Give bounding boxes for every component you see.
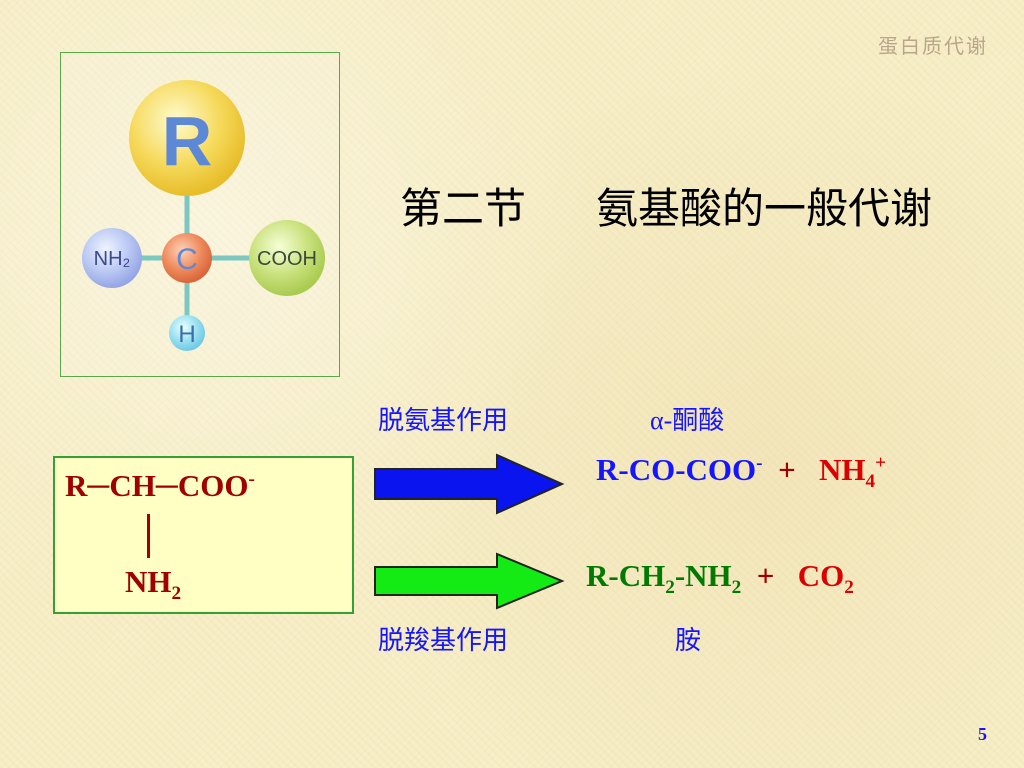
amino-acid-formula-line: R─CH─COO- xyxy=(65,468,255,503)
c-label: C xyxy=(176,243,198,276)
hydrogen-sphere xyxy=(169,315,205,351)
vertical-bond xyxy=(147,514,150,558)
alpha-carbon-sphere xyxy=(162,233,212,283)
r-group-sphere xyxy=(129,80,245,196)
ammonium-formula: NH4+ xyxy=(818,452,887,493)
amino-group-formula: NH2 xyxy=(125,564,182,605)
carboxyl-sphere xyxy=(249,220,325,296)
amino-acid-formula-box: R─CH─COO- NH2 xyxy=(53,456,354,614)
keto-acid-formula: R-CO-COO- xyxy=(596,452,763,487)
section-heading: 氨基酸的一般代谢 xyxy=(596,187,933,233)
co2-formula: CO2 xyxy=(797,558,854,599)
r-label: R xyxy=(162,102,213,180)
deamination-arrow xyxy=(374,453,565,515)
nh2-label: NH₂ xyxy=(94,248,131,270)
amine-formula: R-CH2-NH2 xyxy=(586,558,742,599)
decarboxylation-label: 脱羧基作用 xyxy=(378,626,509,655)
deamination-label: 脱氨基作用 xyxy=(378,406,509,435)
h-label: H xyxy=(178,321,195,348)
molecule-svg: R NH₂ COOH C H xyxy=(82,80,325,351)
keto-acid-label: α-酮酸 xyxy=(650,406,725,435)
deamination-products: R-CO-COO- + NH4+ xyxy=(596,452,887,493)
section-number: 第二节 xyxy=(400,187,527,233)
amine-label: 胺 xyxy=(675,626,702,655)
decarboxylation-arrow xyxy=(374,552,565,610)
plus-sign-2: + xyxy=(756,558,775,593)
page-number: 5 xyxy=(978,724,987,744)
plus-sign: + xyxy=(778,452,796,487)
decarboxylation-products: R-CH2-NH2 + CO2 xyxy=(586,558,854,599)
section-title: 第二节 氨基酸的一般代谢 xyxy=(400,168,960,252)
cooh-label: COOH xyxy=(257,248,317,270)
amino-sphere xyxy=(82,228,142,288)
amino-acid-structure-diagram: R NH₂ COOH C H xyxy=(60,52,340,377)
slide-header-title: 蛋白质代谢 xyxy=(878,36,988,58)
